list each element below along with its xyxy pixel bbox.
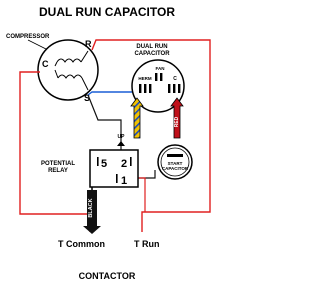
compressor-terminal-c: C (42, 59, 49, 69)
relay-terminal-blades (97, 157, 132, 183)
relay-terminal-2: 2 (121, 158, 127, 170)
blue-wire-herm (87, 91, 148, 96)
relay-label-2: RELAY (48, 168, 68, 174)
compressor-label: COMPRESSOR (6, 34, 50, 40)
relay-up-arrow (117, 141, 125, 146)
run-cap-label-2: CAPACITOR (134, 51, 170, 57)
start-capacitor-terminal (167, 154, 183, 157)
red-wire-arrow-label: RED (174, 116, 180, 127)
black-wire-relay-to-compressor (87, 94, 122, 150)
red-wire-arrow: RED (170, 97, 184, 139)
contactor-t-common: T Common (58, 239, 105, 249)
black-wire-arrow: BLACK (83, 190, 101, 234)
compressor-windings (54, 50, 89, 91)
black-wire-arrow-label: BLACK (88, 198, 94, 217)
compressor-terminal-s: S (84, 93, 90, 103)
red-wire-start-cap (137, 177, 146, 212)
relay-up-label: UP (118, 134, 126, 140)
run-cap-label-1: DUAL RUN (136, 44, 167, 50)
run-cap-terminal-c: C (173, 76, 177, 82)
run-cap-terminal-blades (139, 73, 181, 93)
start-cap-label-2: CAPACITOR (162, 166, 189, 171)
start-cap-label-1: START (168, 161, 183, 166)
compressor-body (37, 39, 99, 101)
red-wire-run-circuit (91, 39, 211, 232)
contactor-label: CONTACTOR (79, 271, 136, 281)
yellow-wire-arrow (130, 97, 144, 139)
relay-label-1: POTENTIAL (41, 161, 75, 167)
compressor-terminal-r: R (85, 39, 92, 49)
diagram-title: DUAL RUN CAPACITOR (39, 5, 175, 19)
run-cap-terminal-herm: HERM (138, 76, 152, 81)
contactor-t-run: T Run (134, 239, 160, 249)
black-wire-relay-to-start-cap (137, 170, 156, 179)
dual-run-capacitor (131, 59, 185, 113)
relay-terminal-5: 5 (101, 158, 107, 170)
run-cap-terminal-fan: FAN (156, 66, 165, 71)
relay-terminal-1: 1 (121, 175, 127, 187)
potential-relay-body (89, 149, 139, 188)
